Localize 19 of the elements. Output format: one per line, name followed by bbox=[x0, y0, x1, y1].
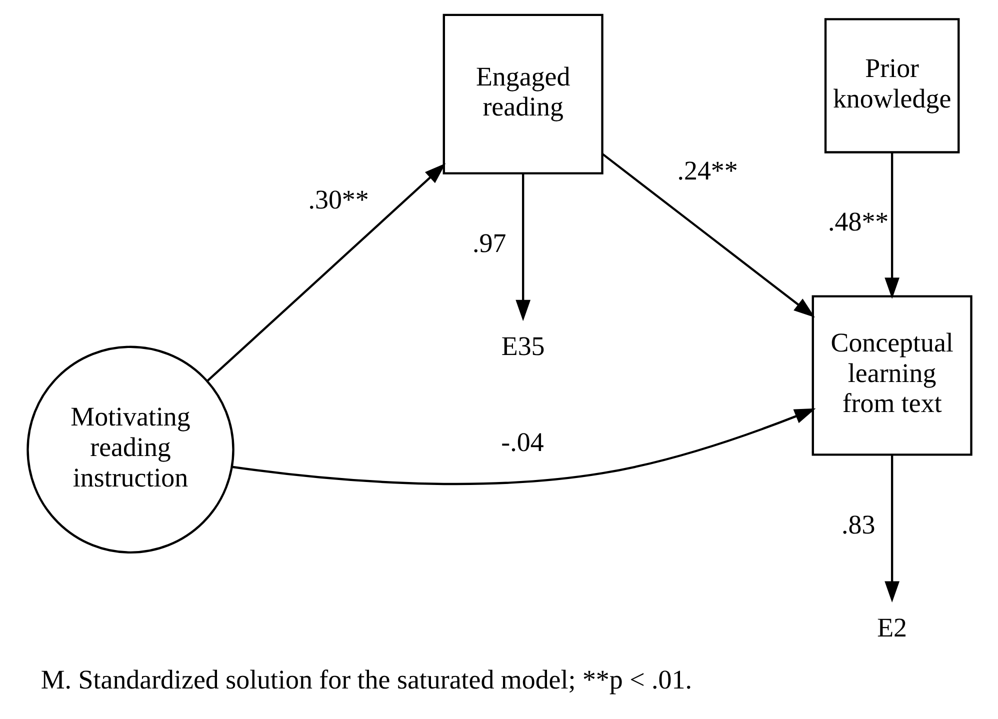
edge-label: .97 bbox=[472, 228, 506, 258]
node-box: Prior knowledge bbox=[824, 18, 960, 154]
edge-label: .24** bbox=[676, 156, 738, 186]
node-circle: Motivating reading instruction bbox=[26, 346, 234, 554]
edge-label: .48** bbox=[828, 206, 888, 237]
arrow bbox=[601, 152, 814, 318]
edge-label: .30** bbox=[308, 184, 368, 214]
arrow bbox=[515, 173, 530, 322]
node-box: Conceptual learning from text bbox=[811, 295, 972, 456]
node-text: E35 bbox=[500, 330, 544, 361]
arrow bbox=[231, 408, 816, 485]
arrow bbox=[884, 152, 900, 299]
arrow bbox=[884, 454, 900, 603]
node-text: E2 bbox=[876, 612, 907, 642]
edge-label: .83 bbox=[841, 510, 875, 540]
edge-label: -.04 bbox=[500, 426, 544, 457]
caption: M. Standardized solution for the saturated model; **p < .01. bbox=[40, 664, 692, 695]
node-box: Engaged reading bbox=[442, 14, 603, 174]
arrow bbox=[206, 163, 446, 382]
